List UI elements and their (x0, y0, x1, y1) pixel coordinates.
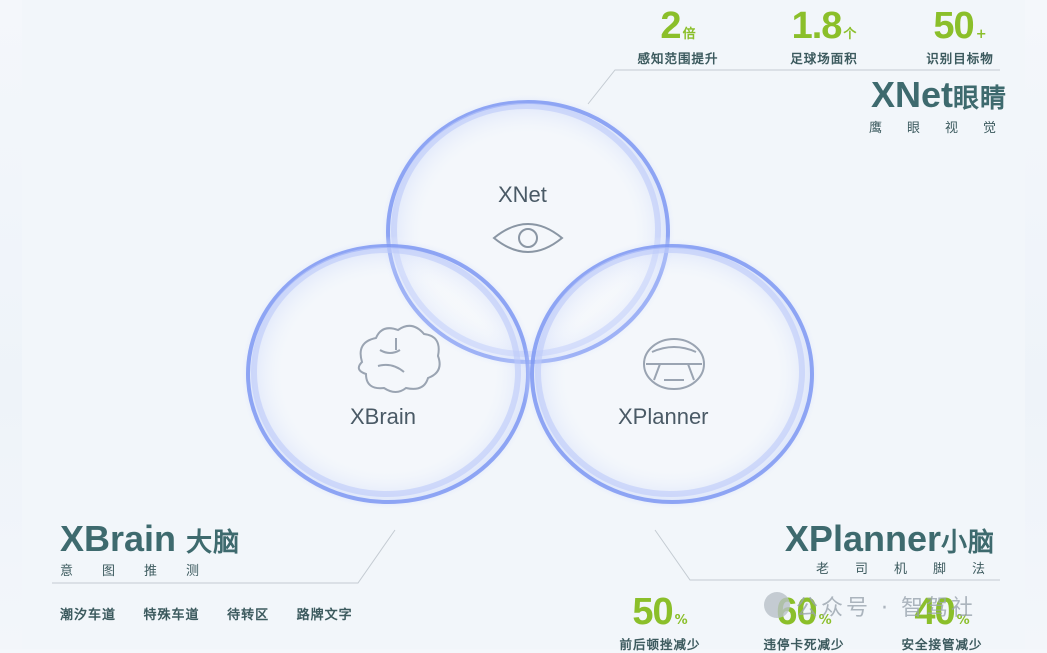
eye-icon (492, 223, 564, 253)
watermark-logo-icon (764, 592, 790, 618)
xbrain-title-cn: 大脑 (186, 528, 241, 558)
top-stat-3: 50+ 识别目标物 (904, 6, 1016, 67)
bottom-stat-3-number: 40 (914, 591, 955, 633)
top-stat-3-number: 50 (933, 5, 974, 47)
xbrain-circle-label: XBrain (350, 404, 417, 429)
xnet-subtitle: 鹰眼视觉 (868, 121, 1021, 136)
bottom-stat-3: 40% 安全接管减少 (882, 592, 1002, 653)
xbrain-leader-line (52, 529, 396, 584)
xbrain-title-en: XBrain (60, 518, 177, 559)
top-stat-1-unit: 倍 (682, 27, 696, 42)
tag-waiting-area: 待转区 (227, 608, 270, 623)
xnet-circle-label: XNet (498, 182, 547, 207)
steering-wheel-icon (643, 338, 705, 390)
bottom-stat-2-unit: % (818, 613, 832, 628)
xbrain-title: XBrain 大脑 (60, 518, 240, 560)
bottom-stat-1: 50% 前后顿挫减少 (600, 592, 720, 653)
xbrain-tags: 潮汐车道 特殊车道 待转区 路牌文字 (60, 604, 375, 623)
xnet-title-cn: 眼睛 (952, 84, 1007, 114)
xplanner-circle (522, 236, 822, 512)
top-stat-2-label: 足球场面积 (790, 51, 858, 66)
xnet-leader-line (587, 69, 1000, 105)
bottom-stat-3-label: 安全接管减少 (901, 637, 983, 652)
top-stat-3-label: 识别目标物 (926, 51, 994, 66)
xbrain-circle (238, 236, 538, 512)
bottom-stat-1-label: 前后顿挫减少 (619, 637, 701, 652)
top-stat-2-number: 1.8 (791, 5, 843, 47)
top-stat-1-label: 感知范围提升 (637, 51, 719, 66)
xplanner-subtitle: 老司机脚法 (815, 562, 1011, 577)
tag-special-lane: 特殊车道 (143, 608, 200, 623)
bottom-stat-1-unit: % (674, 613, 688, 628)
xnet-title: XNet眼睛 (871, 74, 1007, 116)
xnet-title-en: XNet (870, 74, 953, 115)
top-stat-1-number: 2 (660, 5, 681, 47)
watermark-text: 公众号 · 智驾社 (796, 596, 976, 621)
tag-tidal-lane: 潮汐车道 (60, 608, 117, 623)
top-stat-2-unit: 个 (843, 27, 857, 42)
xplanner-title-cn: 小脑 (940, 528, 995, 558)
xplanner-circle-label: XPlanner (618, 404, 709, 429)
top-stat-3-unit: + (975, 27, 987, 42)
bottom-stat-2-label: 违停卡死减少 (763, 637, 845, 652)
xplanner-leader-line (654, 529, 1000, 581)
tag-sign-text: 路牌文字 (296, 608, 353, 623)
xbrain-subtitle: 意图推测 (60, 564, 229, 579)
bottom-stat-1-number: 50 (632, 591, 673, 633)
xplanner-title-en: XPlanner (784, 518, 941, 559)
bottom-stat-3-unit: % (956, 613, 970, 628)
xplanner-title: XPlanner小脑 (785, 518, 995, 560)
brain-icon (357, 324, 441, 393)
